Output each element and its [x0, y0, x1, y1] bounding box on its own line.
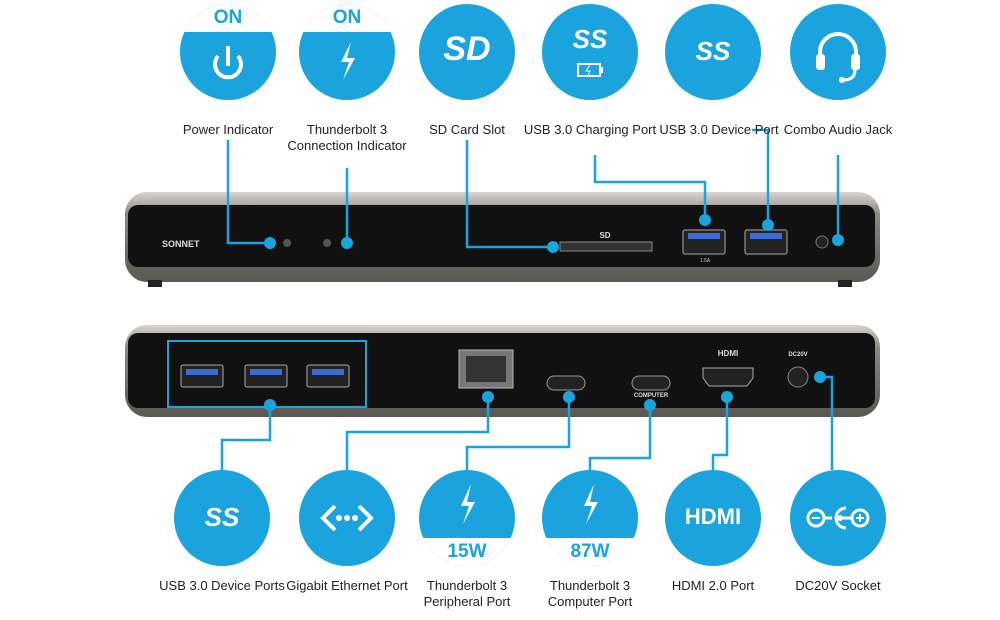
thunderbolt-computer-label: Thunderbolt 3 Computer Port	[547, 578, 633, 609]
power-rating-badge: 15W	[419, 538, 515, 566]
usb-device-port-label: USB 3.0 Device Port	[659, 122, 779, 137]
on-badge: ON	[299, 4, 395, 32]
usb-ss-icon: SS	[572, 24, 608, 54]
hdmi-port-label: HDMI	[718, 349, 738, 358]
ethernet-icon	[320, 504, 374, 532]
usb-device-ports-label: USB 3.0 Device Ports	[159, 578, 285, 593]
dc-polarity-icon	[806, 506, 870, 530]
usb-device-ports-circle: SS	[174, 470, 270, 566]
power-indicator-circle: ON	[180, 4, 276, 100]
sd-card-slot-circle: SD	[419, 4, 515, 100]
dc-socket-circle	[790, 470, 886, 566]
dc-socket-label: DC20V Socket	[795, 578, 881, 593]
usb-charging-port-circle: SS	[542, 4, 638, 100]
ethernet-port-circle	[299, 470, 395, 566]
headset-icon	[816, 32, 860, 83]
sd-slot-label: SD	[599, 231, 610, 240]
dc-input-label: DC20V	[788, 352, 807, 358]
thunderbolt-icon	[461, 484, 475, 524]
leader-lines	[220, 128, 840, 470]
ethernet-port-label: Gigabit Ethernet Port	[286, 578, 408, 593]
audio-jack-label: Combo Audio Jack	[783, 122, 893, 137]
thunderbolt-computer-circle: 87W	[542, 470, 638, 566]
usb-ss-icon: SS	[204, 502, 240, 532]
callout-dots	[264, 214, 844, 411]
hdmi-icon: HDMI	[684, 504, 742, 529]
thunderbolt-peripheral-label: Thunderbolt 3 Peripheral Port	[423, 578, 511, 609]
dock-front-panel: SONNET SD 1.5A	[125, 192, 880, 287]
usb-device-port-circle: SS	[665, 4, 761, 100]
sd-card-icon: SD	[443, 30, 491, 68]
sd-card-slot-label: SD Card Slot	[429, 122, 505, 137]
thunderbolt-peripheral-circle: 15W	[419, 470, 515, 566]
brand-logo: SONNET	[162, 239, 200, 249]
charging-port-marking: 1.5A	[700, 258, 711, 264]
computer-port-label: COMPUTER	[634, 393, 669, 399]
battery-icon	[577, 63, 603, 77]
hdmi-port-circle: HDMI	[665, 470, 761, 566]
power-rating-badge: 87W	[542, 538, 638, 566]
hdmi-port-label: HDMI 2.0 Port	[671, 578, 755, 593]
audio-jack-circle	[790, 4, 886, 100]
usb-ss-icon: SS	[695, 36, 731, 66]
thunderbolt-indicator-label: Thunderbolt 3 Connection Indicator	[287, 122, 407, 153]
power-indicator-label: Power Indicator	[182, 122, 274, 137]
dock-back-panel: COMPUTER HDMI DC20V	[125, 325, 880, 417]
on-badge: ON	[180, 4, 276, 32]
usb-charging-port-label: USB 3.0 Charging Port	[523, 122, 657, 137]
thunderbolt-icon	[341, 42, 355, 80]
thunderbolt-indicator-circle: ON	[299, 4, 395, 100]
thunderbolt-icon	[584, 484, 598, 524]
power-icon	[213, 46, 243, 80]
